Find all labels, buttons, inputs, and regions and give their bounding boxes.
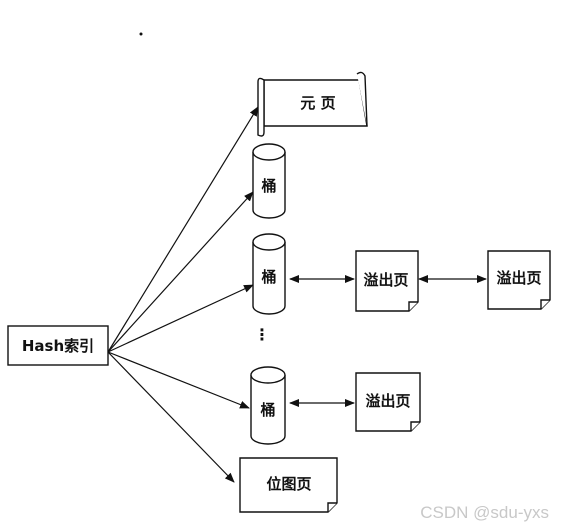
meta-page-label: 元 页: [300, 94, 335, 112]
bucket-2: 桶: [252, 233, 286, 315]
stray-dot: [139, 32, 143, 36]
arrow-to-bucket-3: [107, 351, 250, 409]
bucket-2-label: 桶: [261, 268, 276, 286]
arrow-to-bitmap-page: [107, 351, 235, 483]
index-arrows: [107, 106, 259, 483]
overflow-page-3: 溢出页: [355, 372, 421, 432]
arrow-to-bucket-1: [107, 191, 254, 353]
meta-page-scroll: 元 页: [257, 71, 368, 137]
bucket-1: 桶: [252, 143, 286, 219]
arrow-to-bucket-2: [107, 284, 254, 353]
bucket-1-label: 桶: [261, 177, 276, 195]
bitmap-page-label: 位图页: [266, 475, 311, 493]
overflow-page-3-label: 溢出页: [365, 392, 410, 410]
ellipsis: ⋮: [254, 325, 270, 344]
bitmap-page: 位图页: [239, 457, 338, 513]
overflow-page-2: 溢出页: [487, 250, 551, 310]
watermark: CSDN @sdu-yxs: [420, 503, 549, 522]
hash-index-label: Hash索引: [22, 337, 94, 355]
hash-index-box: Hash索引: [7, 325, 109, 366]
bucket-3: 桶: [250, 366, 286, 445]
overflow-page-1: 溢出页: [355, 250, 419, 312]
bucket-3-label: 桶: [260, 401, 275, 419]
overflow-links: [289, 275, 487, 407]
overflow-page-1-label: 溢出页: [363, 271, 408, 289]
overflow-page-2-label: 溢出页: [496, 269, 541, 287]
arrow-to-meta-page: [107, 106, 259, 353]
